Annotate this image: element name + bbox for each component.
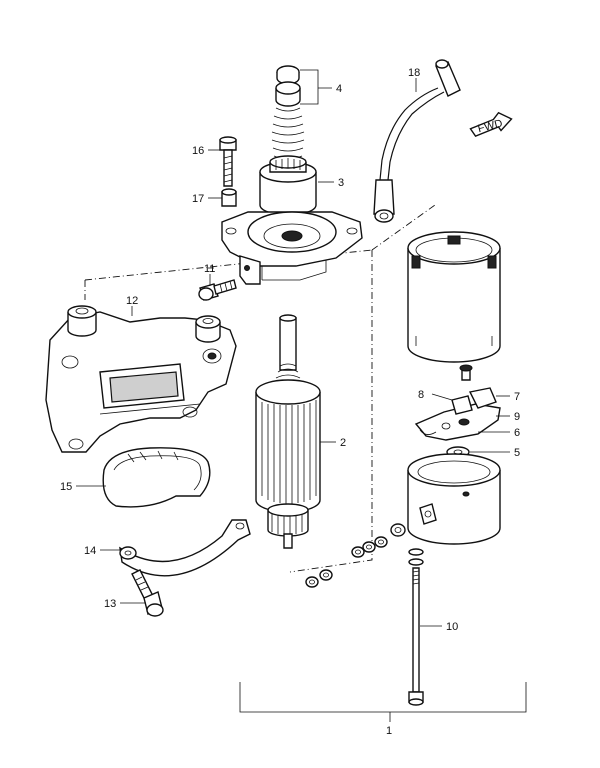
callout-3: 3 (338, 177, 344, 189)
callout-17: 17 (192, 193, 204, 205)
callout-5: 5 (514, 447, 520, 459)
pinion-spring-part (271, 65, 305, 160)
callout-2: 2 (340, 437, 346, 449)
through-bolt-10-part (408, 548, 424, 706)
bolt-13-part (131, 569, 164, 617)
fwd-direction-arrow: FWD (469, 111, 513, 137)
callout-11: 11 (204, 263, 215, 275)
end-cap-part (407, 453, 501, 545)
pinion-gear-part (259, 155, 317, 216)
callout-4: 4 (336, 83, 342, 95)
dowel-17-part (221, 188, 237, 207)
armature-2-part (255, 314, 321, 549)
callout-1: 1 (386, 725, 392, 737)
callout-10: 10 (446, 621, 458, 633)
callout-6: 6 (514, 427, 520, 439)
bracket-12-part (45, 305, 237, 453)
brush-holder-part (414, 364, 501, 441)
yoke-housing-part (407, 231, 501, 363)
bolt-16-part (219, 136, 237, 187)
washer-stack-part (305, 523, 406, 588)
screw-11-part (198, 279, 237, 301)
fwd-label: FWD (477, 118, 504, 136)
clamp-14-part (119, 519, 251, 577)
callout-7: 7 (514, 391, 520, 403)
callout-18: 18 (408, 67, 420, 79)
callout-13: 13 (104, 598, 116, 610)
callout-12: 12 (126, 295, 138, 307)
leader-lines (76, 69, 527, 722)
lead-wire-18-part (373, 59, 461, 223)
upper-end-frame-part (221, 211, 363, 285)
callout-8: 8 (418, 389, 424, 401)
callout-9: 9 (514, 411, 520, 423)
band-15-part (102, 447, 211, 508)
callout-labels: 1 2 3 4 5 6 7 8 9 10 11 12 13 14 15 16 1… (60, 67, 520, 737)
callout-14: 14 (84, 545, 96, 557)
callout-16: 16 (192, 145, 204, 157)
callout-15: 15 (60, 481, 72, 493)
